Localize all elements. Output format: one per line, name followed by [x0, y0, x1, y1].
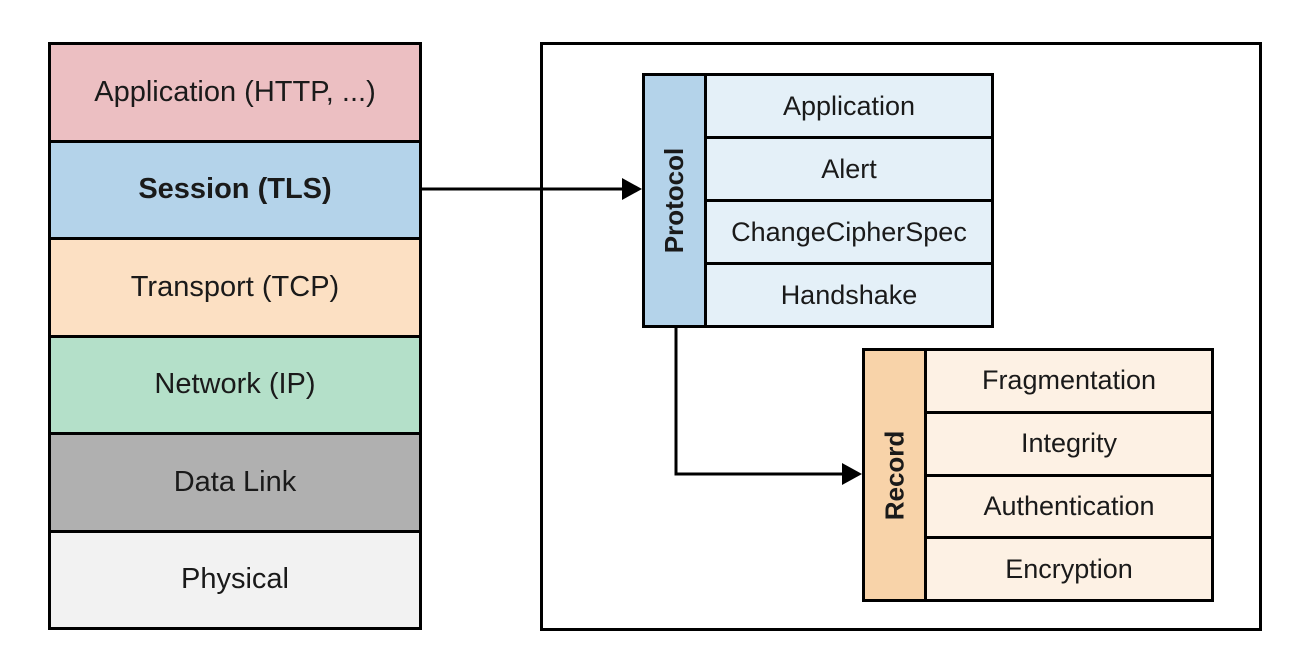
record-row-authentication: Authentication: [927, 476, 1211, 540]
protocol-row-changecipherspec: ChangeCipherSpec: [707, 202, 991, 265]
protocol-rows: Application Alert ChangeCipherSpec Hands…: [707, 76, 991, 325]
layer-physical: Physical: [51, 532, 419, 627]
record-row-integrity: Integrity: [927, 413, 1211, 477]
protocol-row-alert: Alert: [707, 139, 991, 202]
protocol-side-label: Protocol: [645, 76, 707, 325]
record-title: Record: [879, 430, 910, 520]
protocol-block: Protocol Application Alert ChangeCipherS…: [642, 73, 994, 328]
layer-session: Session (TLS): [51, 142, 419, 240]
protocol-title: Protocol: [659, 147, 690, 254]
osi-layer-stack: Application (HTTP, ...) Session (TLS) Tr…: [48, 42, 422, 630]
record-row-encryption: Encryption: [927, 539, 1211, 599]
record-side-label: Record: [865, 351, 927, 599]
protocol-row-application: Application: [707, 76, 991, 139]
layer-transport: Transport (TCP): [51, 240, 419, 338]
layer-data-link: Data Link: [51, 435, 419, 533]
record-block: Record Fragmentation Integrity Authentic…: [862, 348, 1214, 602]
layer-application: Application (HTTP, ...): [51, 45, 419, 143]
layer-network: Network (IP): [51, 337, 419, 435]
record-row-fragmentation: Fragmentation: [927, 351, 1211, 414]
record-rows: Fragmentation Integrity Authentication E…: [927, 351, 1211, 599]
tls-detail-frame: [540, 42, 1262, 631]
protocol-row-handshake: Handshake: [707, 265, 991, 325]
